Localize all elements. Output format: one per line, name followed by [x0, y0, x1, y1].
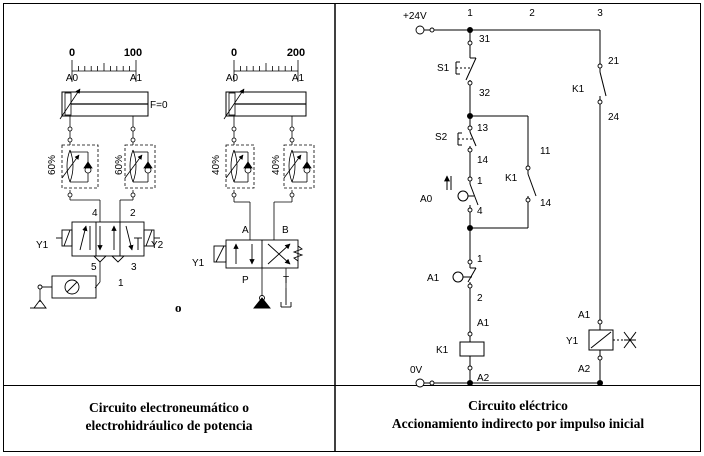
k1-contact-name: K1	[572, 84, 585, 95]
a1-terminal-top: 1	[477, 254, 483, 265]
right-caption-line-2: Accionamiento indirecto por impulso inic…	[392, 416, 645, 431]
hydraulic-throttle-right-label: 40%	[271, 155, 282, 175]
k1-hold-name: K1	[505, 173, 518, 184]
s2-terminal-bottom: 14	[477, 155, 489, 166]
column-3-label: 3	[597, 8, 603, 19]
y1-coil-name: Y1	[566, 336, 579, 347]
k1-hold-terminal-top: 11	[540, 146, 551, 157]
hydraulic-junctions	[231, 126, 295, 198]
pneumatic-throttle-right	[124, 144, 156, 189]
y1-coil-terminal-bottom: A2	[578, 364, 591, 375]
a1-terminal-bottom: 2	[477, 293, 483, 304]
pneumatic-solenoid-y1: Y1	[36, 240, 49, 251]
hydraulic-port-a: A	[242, 225, 249, 236]
pneumatic-scale-max: 100	[124, 47, 142, 59]
pneumatic-circuit: 0 100 A0 A1 F=0	[30, 47, 168, 309]
circuit-separator: o	[175, 300, 182, 315]
s2-name: S2	[435, 132, 448, 143]
supply-positive-label: +24V	[403, 11, 427, 22]
k1-relay-coil	[459, 341, 485, 357]
right-caption-line-1: Circuito eléctrico	[468, 398, 568, 413]
pneumatic-junctions	[67, 126, 136, 198]
k1-contact-column-3	[599, 71, 607, 97]
k1-coil-terminal-bottom: A2	[477, 373, 490, 384]
pneumatic-port-4: 4	[92, 208, 98, 219]
pneumatic-scale-min: 0	[69, 47, 75, 59]
pneumatic-throttle-left-label: 60%	[47, 155, 58, 175]
pneumatic-service-unit	[30, 275, 97, 309]
hydraulic-solenoid-y1: Y1	[192, 258, 205, 269]
electric-nodes	[467, 27, 603, 386]
supply-zero-label: 0V	[410, 365, 423, 376]
electric-terminals	[415, 25, 603, 388]
hydraulic-port-t: T	[283, 275, 289, 286]
pneumatic-port-1: 1	[118, 278, 124, 289]
y1-solenoid-coil	[588, 329, 637, 351]
column-1-label: 1	[467, 8, 473, 19]
frame	[3, 3, 701, 452]
s1-terminal-top: 31	[479, 34, 491, 45]
pneumatic-throttle-left	[61, 144, 99, 189]
a0-limit-switch	[444, 175, 479, 206]
s2-no-pushbutton	[457, 131, 477, 147]
a0-name: A0	[420, 194, 433, 205]
hydraulic-throttle-right	[283, 144, 315, 189]
hydraulic-throttle-left-label: 40%	[211, 155, 222, 175]
a0-terminal-bottom: 4	[477, 206, 483, 217]
pneumatic-position-scale	[71, 60, 137, 82]
hydraulic-lines	[233, 124, 293, 298]
s1-name: S1	[437, 63, 450, 74]
pneumatic-port-5: 5	[91, 262, 97, 273]
s1-nc-pushbutton	[455, 57, 477, 81]
k1-hold-terminal-bottom: 14	[540, 198, 552, 209]
hydraulic-pump-tank	[253, 288, 292, 309]
hydraulic-circuit: 0 200 A0 A1	[192, 47, 315, 309]
a0-terminal-top: 1	[477, 176, 483, 187]
y1-coil-terminal-top: A1	[578, 310, 591, 321]
hydraulic-port-p: P	[242, 275, 249, 286]
k1-coil-terminal-top: A1	[477, 318, 490, 329]
hydraulic-position-scale	[233, 60, 299, 82]
column-2-label: 2	[529, 8, 535, 19]
hydraulic-pos-a1: A1	[292, 73, 305, 84]
pneumatic-pos-a1: A1	[130, 73, 143, 84]
a1-limit-switch	[452, 267, 477, 283]
hydraulic-valve-4-2	[213, 239, 304, 269]
k1-contact-terminal-bottom: 24	[608, 112, 620, 123]
s1-terminal-bottom: 32	[479, 88, 491, 99]
pneumatic-cylinder	[59, 88, 149, 124]
k1-coil-name: K1	[436, 345, 449, 356]
pneumatic-pos-a0: A0	[66, 73, 79, 84]
hydraulic-port-b: B	[282, 225, 289, 236]
pneumatic-port-2: 2	[130, 208, 136, 219]
pneumatic-solenoid-y2: Y2	[151, 240, 164, 251]
hydraulic-scale-max: 200	[287, 47, 305, 59]
electric-wires	[420, 29, 601, 384]
pneumatic-throttle-right-label: 60%	[114, 155, 125, 175]
k1-contact-terminal-top: 21	[608, 56, 620, 67]
left-caption-line-1: Circuito electroneumático o	[89, 400, 249, 415]
hydraulic-cylinder	[223, 88, 307, 124]
electric-circuit: +24V 0V 1 2 3 S1 31 32 S2 13 14 K1 11 14…	[403, 8, 637, 388]
pneumatic-lines	[39, 124, 134, 302]
a1-name: A1	[427, 273, 440, 284]
k1-hold-contact	[527, 173, 537, 197]
s2-terminal-top: 13	[477, 123, 489, 134]
hydraulic-scale-min: 0	[231, 47, 237, 59]
pneumatic-force-label: F=0	[150, 100, 168, 111]
left-caption-line-2: electrohidráulico de potencia	[86, 418, 253, 433]
pneumatic-port-3: 3	[131, 262, 137, 273]
hydraulic-pos-a0: A0	[226, 73, 239, 84]
pneumatic-valve-5-2	[56, 221, 160, 263]
hydraulic-throttle-left	[225, 144, 255, 189]
